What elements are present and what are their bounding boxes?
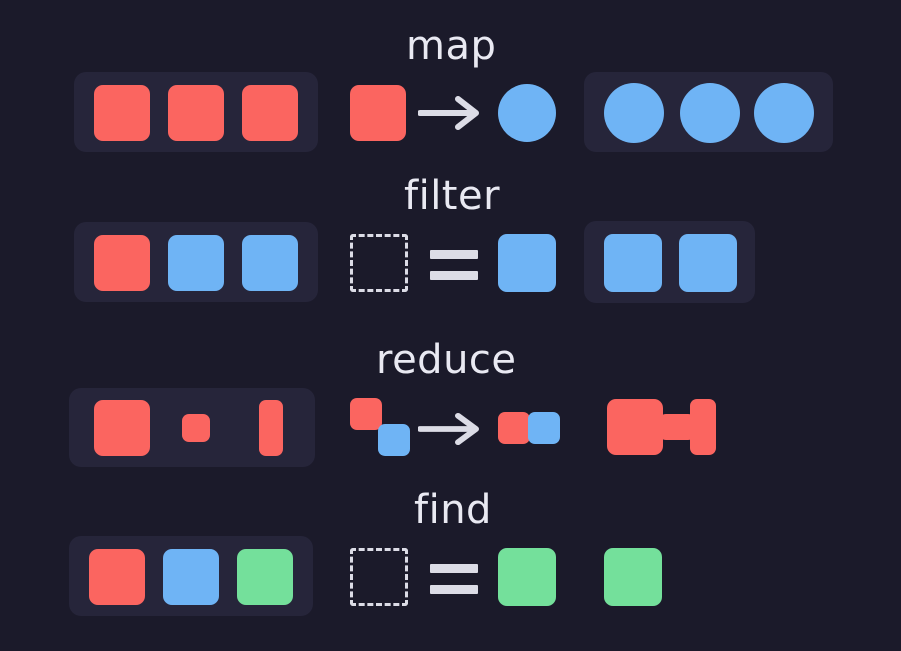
blue-circle (604, 83, 664, 143)
red-block-large (607, 399, 663, 455)
blue-square (498, 234, 556, 292)
red-square (94, 85, 150, 141)
operation-label-filter: filter (404, 173, 501, 219)
blue-square (168, 235, 224, 291)
red-square-small (182, 414, 210, 442)
blue-circle (754, 83, 814, 143)
red-block-tall (690, 399, 716, 455)
red-square (89, 549, 145, 605)
blue-square (242, 235, 298, 291)
blue-square (378, 424, 410, 456)
red-square (94, 235, 150, 291)
red-rect-narrow (259, 400, 283, 456)
equals-icon (430, 250, 478, 280)
operation-label-find: find (414, 487, 492, 533)
red-square-large (94, 400, 150, 456)
operation-label-map: map (406, 23, 497, 69)
green-square (498, 548, 556, 606)
dashed-placeholder-square (350, 234, 408, 292)
blue-square (604, 234, 662, 292)
green-square (237, 549, 293, 605)
blue-circle (680, 83, 740, 143)
red-square (498, 412, 530, 444)
operation-label-reduce: reduce (376, 337, 517, 383)
red-square (168, 85, 224, 141)
red-block-connector (659, 414, 695, 440)
arrow-right-icon (418, 412, 482, 446)
dashed-placeholder-square (350, 548, 408, 606)
blue-square (528, 412, 560, 444)
blue-square (163, 549, 219, 605)
red-square (242, 85, 298, 141)
equals-icon (430, 564, 478, 594)
blue-circle (498, 84, 556, 142)
red-square (350, 85, 406, 141)
green-square (604, 548, 662, 606)
blue-square (679, 234, 737, 292)
arrow-right-icon (418, 95, 482, 131)
red-square (350, 398, 382, 430)
